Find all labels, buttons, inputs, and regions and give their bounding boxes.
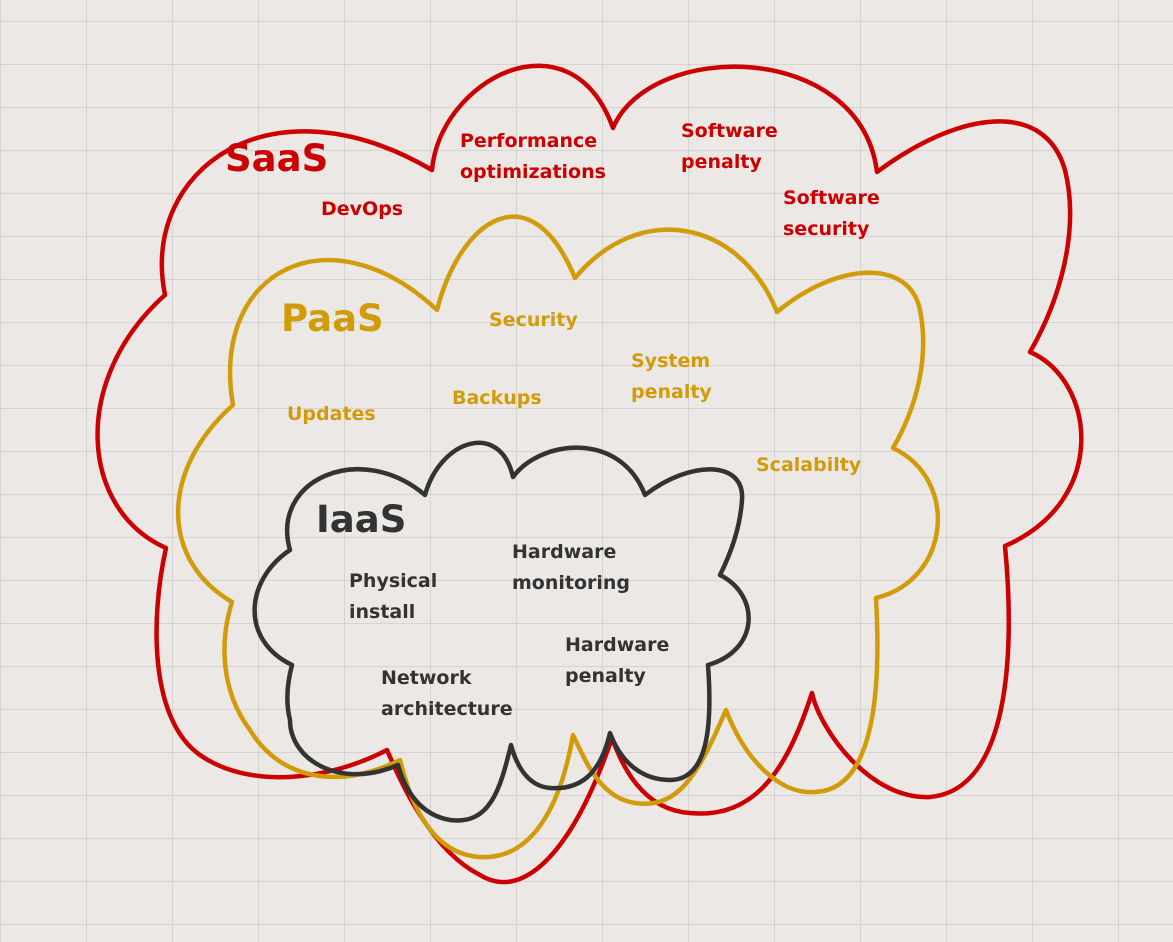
iaas-item-physical-install: Physical install — [349, 570, 438, 623]
paas-item-scalabilty: Scalabilty — [756, 454, 862, 476]
iaas-item-hardware-monitoring: Hardware monitoring — [512, 541, 631, 594]
iaas-item-hardware-penalty: Hardware penalty — [565, 634, 670, 687]
saas-title: SaaS — [225, 137, 329, 180]
saas-item-software-security: Software security — [783, 187, 880, 240]
iaas-item-network-architecture: Network architecture — [381, 667, 513, 720]
paas-item-backups: Backups — [452, 387, 542, 409]
paas-item-security: Security — [489, 309, 578, 331]
paas-item-system-penalty: System penalty — [631, 350, 712, 403]
saas-item-software-penalty: Software penalty — [681, 120, 778, 173]
iaas-title: IaaS — [316, 498, 407, 541]
saas-item-devops: DevOps — [321, 198, 404, 220]
paas-cloud — [176, 214, 941, 860]
saas-cloud — [95, 63, 1084, 885]
paas-title: PaaS — [281, 297, 384, 340]
saas-item-performance-optimizations: Performance optimizations — [460, 130, 606, 183]
paas-item-updates: Updates — [287, 403, 376, 425]
iaas-cloud — [252, 440, 751, 823]
